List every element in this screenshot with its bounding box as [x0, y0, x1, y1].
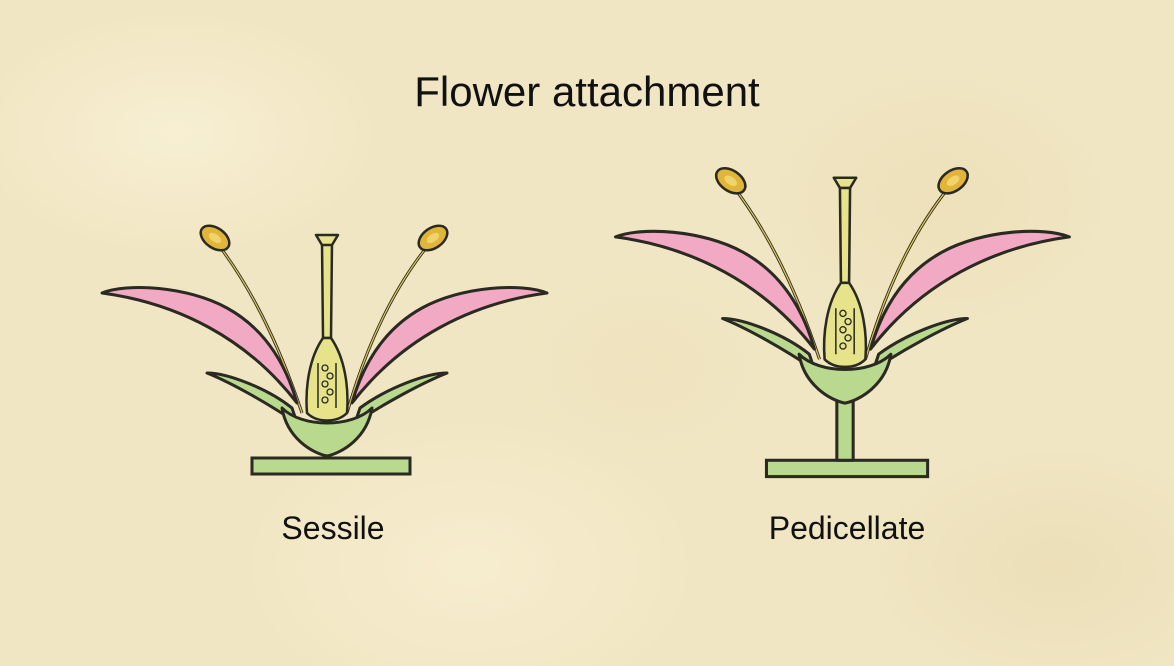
sessile-flower [100, 219, 549, 476]
sessile-label: Sessile [281, 510, 385, 546]
diagram-title: Flower attachment [414, 68, 760, 115]
pedicellate-flower [613, 161, 1071, 479]
pedicellate-label: Pedicellate [768, 510, 926, 546]
